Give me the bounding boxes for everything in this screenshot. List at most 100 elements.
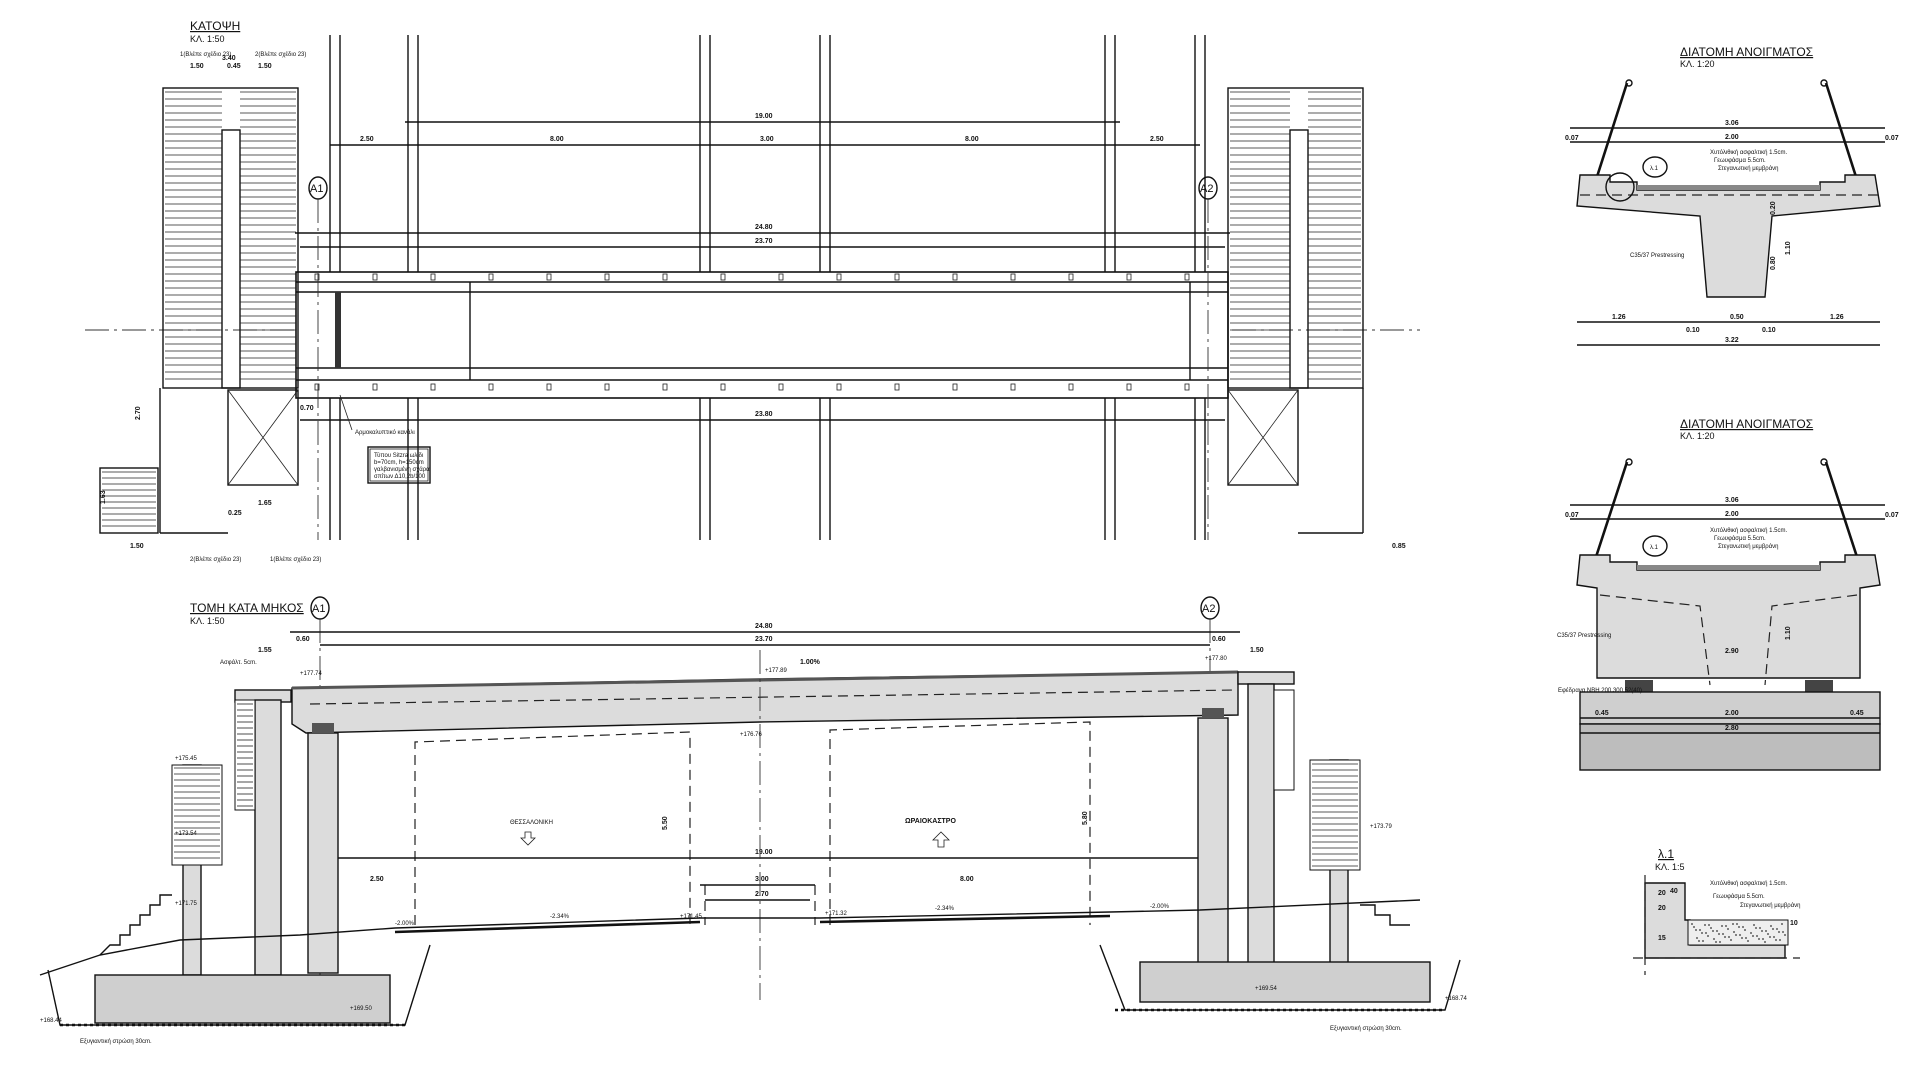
anchor-bolt <box>546 273 552 281</box>
section-mark-3: 2(Βλέπε σχέδιο 23) <box>190 556 241 563</box>
aggregate-dot <box>1745 937 1747 939</box>
anchor-bolt <box>952 383 958 391</box>
slope-label: 1.00% <box>800 659 821 666</box>
dim: 1.50 <box>1250 647 1264 654</box>
anchor-bolt <box>1184 273 1190 281</box>
elevation: +173.79 <box>1370 824 1393 830</box>
aggregate-dot <box>1767 933 1769 935</box>
aggregate-dot <box>1775 939 1777 941</box>
anchor-bolt <box>662 273 668 281</box>
aggregate-dot <box>1782 931 1784 933</box>
dim: 2.00 <box>1725 134 1739 141</box>
elevation: +177.89 <box>765 668 788 674</box>
anchor-bolt <box>952 273 958 281</box>
anchor-bolt <box>314 273 320 281</box>
aggregate-dot <box>1718 933 1720 935</box>
aggregate-dot <box>1701 932 1703 934</box>
aggregate-dot <box>1722 933 1724 935</box>
aggregate-dot <box>1750 932 1752 934</box>
dim: 1.10 <box>1785 626 1792 640</box>
dim-clear: 19.00 <box>755 849 773 856</box>
stair-right-plan <box>1227 87 1364 534</box>
anchor-bolt <box>1010 273 1016 281</box>
anchor-bolt <box>604 383 610 391</box>
aggregate-dot <box>1736 923 1738 925</box>
layer-label: Στεγανωτική μεμβράνη <box>1718 543 1779 550</box>
aggregate-dot <box>1735 934 1737 936</box>
anchor-bolt <box>778 273 784 281</box>
dim: 3.06 <box>1725 497 1739 504</box>
foundation-a1 <box>94 974 391 1024</box>
cross-section-scale: ΚΛ. 1:20 <box>1680 431 1715 441</box>
dim-side: 1.50 <box>130 543 144 550</box>
dim-deck-total: 24.80 <box>755 224 773 231</box>
deck-plan <box>295 271 1229 399</box>
aggregate-dot <box>1693 926 1695 928</box>
aggregate-dot <box>1698 940 1700 942</box>
dim: 0.45 <box>1850 710 1864 717</box>
dim: 1.10 <box>1785 241 1792 255</box>
dim: 2.00 <box>1725 710 1739 717</box>
section-mark-1: 1(Βλέπε σχέδιο 23) <box>180 51 231 58</box>
section-mark-2: 2(Βλέπε σχέδιο 23) <box>255 51 306 58</box>
dim-span: 2.50 <box>1150 136 1164 143</box>
svg-text:ΘΕΣΣΑΛΟΝΙΚΗ: ΘΕΣΣΑΛΟΝΙΚΗ <box>510 820 553 826</box>
svg-text:λ.1: λ.1 <box>1650 545 1659 551</box>
anchor-bolt <box>894 273 900 281</box>
section-scale: ΚΛ. 1:50 <box>190 616 225 626</box>
axis-a2-marker: A2 <box>1198 176 1218 540</box>
aggregate-dot <box>1778 931 1780 933</box>
aggregate-dot <box>1755 927 1757 929</box>
stair-right-section <box>1099 671 1461 1011</box>
section-title: ΤΟΜΗ ΚΑΤΑ ΜΗΚΟΣ <box>190 601 304 615</box>
aggregate-dot <box>1770 925 1772 927</box>
note-box: Τύπου Sitzra ωλιδι b=70cm, h=150cm γαλβα… <box>367 446 431 484</box>
material-label: C35/37 Prestressing <box>1557 633 1611 639</box>
dim-clear: 8.00 <box>960 876 974 883</box>
aggregate-dot <box>1719 941 1721 943</box>
layer-label: Χυτόλιθική ασφαλτική 1.5cm. <box>1710 527 1787 534</box>
aggregate-dot <box>1761 930 1763 932</box>
aggregate-dot <box>1769 936 1771 938</box>
material-label: C35/37 Prestressing <box>1630 253 1684 259</box>
aggregate-dot <box>1742 926 1744 928</box>
svg-text:σπίτων Δ10,2b/100: σπίτων Δ10,2b/100 <box>374 474 426 480</box>
elevation: +177.80 <box>1205 656 1228 662</box>
aggregate-dot <box>1702 940 1704 942</box>
aggregate-dot <box>1727 928 1729 930</box>
detail-scale: ΚΛ. 1:5 <box>1655 862 1685 872</box>
anchor-bolt <box>1068 383 1074 391</box>
aggregate-dot <box>1747 940 1749 942</box>
dim-side: 0.25 <box>228 510 242 517</box>
bearing-label: Εφέδρανα NBH 200.300.52(40) <box>1558 687 1642 694</box>
aggregate-dot <box>1710 927 1712 929</box>
dim: 0.10 <box>1686 327 1700 334</box>
dim: 20 <box>1658 905 1666 912</box>
aggregate-dot <box>1776 928 1778 930</box>
anchor-bolt <box>430 273 436 281</box>
dim-span: 23.70 <box>755 636 773 643</box>
elevation: +171.45 <box>680 914 703 920</box>
dim: 1.55 <box>258 647 272 654</box>
arrow-down-icon <box>520 831 536 846</box>
aggregate-dot <box>1781 923 1783 925</box>
elevation: +171.75 <box>175 901 198 907</box>
aggregate-dot <box>1764 941 1766 943</box>
dim: 3.06 <box>1725 120 1739 127</box>
dim-span: 2.50 <box>360 136 374 143</box>
dim: 3.22 <box>1725 337 1739 344</box>
aggregate-dot <box>1691 923 1693 925</box>
deck-anchors <box>314 273 1190 391</box>
ground-slope: -2.00% <box>1150 904 1170 910</box>
svg-text:A2: A2 <box>1200 183 1213 195</box>
anchor-bolt <box>778 383 784 391</box>
svg-text:A1: A1 <box>310 183 323 195</box>
aggregate-dot <box>1705 932 1707 934</box>
svg-text:A2: A2 <box>1202 603 1215 615</box>
elevation: +176.76 <box>740 732 763 738</box>
aggregate-dot <box>1772 928 1774 930</box>
anchor-bolt <box>836 383 842 391</box>
ground-line <box>39 899 1421 976</box>
aggregate-dot <box>1744 929 1746 931</box>
elevation: +175.45 <box>175 756 198 762</box>
